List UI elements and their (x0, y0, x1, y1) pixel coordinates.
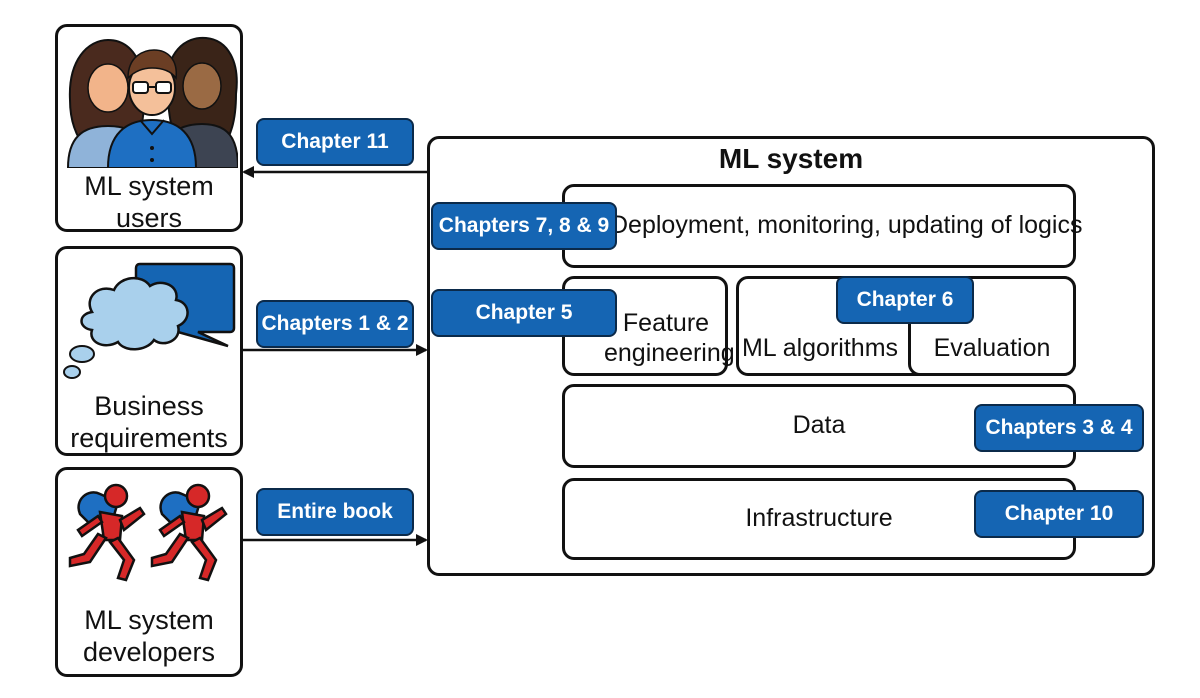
developers-label: ML system developers (55, 604, 243, 669)
tag-chapter-5: Chapter 5 (431, 289, 617, 337)
feature-engineering-label: Feature engineering (604, 308, 735, 368)
speech-thought-bubbles-icon (63, 262, 236, 379)
tag-entire-book: Entire book (256, 488, 414, 536)
evaluation-label: Evaluation (933, 334, 1051, 362)
people-group-icon (66, 36, 238, 168)
users-label: ML system users (55, 170, 243, 235)
deployment-box (562, 184, 1076, 268)
ml-system-title: ML system (718, 143, 864, 174)
feature-engineering-line1: Feature (622, 309, 710, 337)
running-developer-figure-2 (150, 483, 228, 582)
users-label-line2: users (115, 203, 183, 234)
business-label: Business requirements (55, 390, 243, 455)
business-label-line2: requirements (70, 423, 228, 454)
developers-label-line2: developers (82, 637, 216, 668)
tag-chapter-11: Chapter 11 (256, 118, 414, 166)
business-label-line1: Business (94, 391, 204, 421)
tag-chapters-7-8-9: Chapters 7, 8 & 9 (431, 202, 617, 250)
feature-engineering-line2: engineering (604, 339, 735, 367)
tag-chapters-1-2: Chapters 1 & 2 (256, 300, 414, 348)
deployment-label: Deployment, monitoring, updating of logi… (610, 211, 1083, 239)
ml-algorithms-label: ML algorithms (741, 334, 899, 362)
users-label-line1: ML system (84, 171, 214, 201)
running-developer-figure-1 (68, 483, 146, 582)
running-developers-icon (68, 483, 228, 582)
tag-chapter-10: Chapter 10 (974, 490, 1144, 538)
data-box (562, 384, 1076, 468)
data-label: Data (792, 411, 846, 439)
tag-chapter-6: Chapter 6 (836, 276, 974, 324)
infrastructure-label: Infrastructure (745, 504, 893, 532)
tag-chapters-3-4: Chapters 3 & 4 (974, 404, 1144, 452)
developers-label-line1: ML system (84, 605, 214, 635)
